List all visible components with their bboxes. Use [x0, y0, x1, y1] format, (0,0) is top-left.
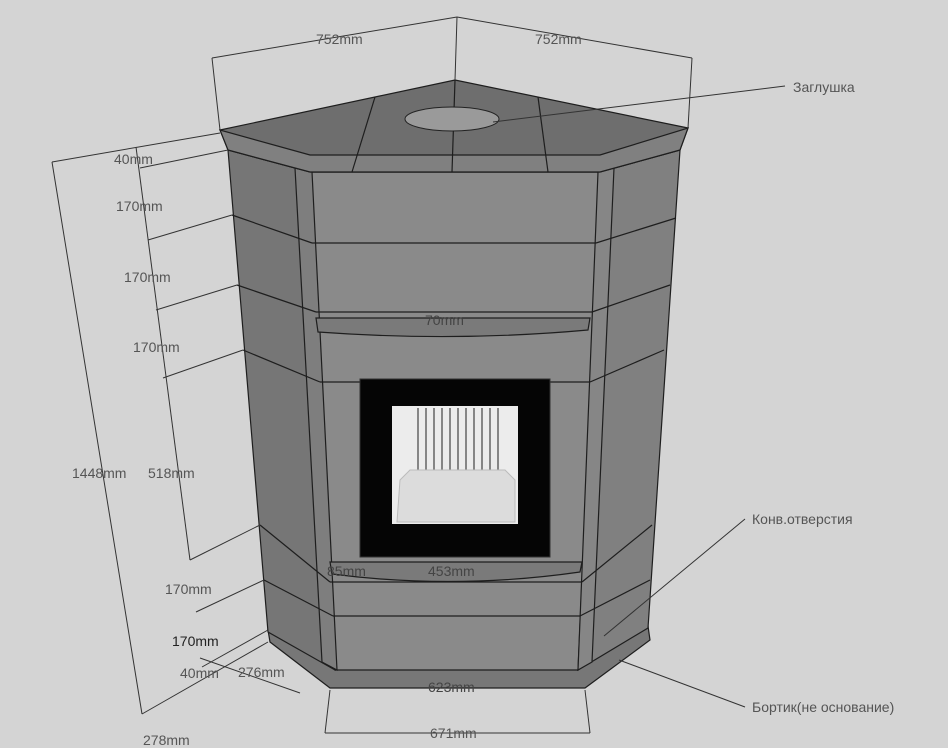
label-row5: 170mm: [172, 633, 219, 649]
firebox-liner-ribs: [417, 408, 499, 470]
label-top-left-width: 752mm: [316, 31, 363, 47]
dimension-lines: [51, 16, 786, 734]
label-row4: 170mm: [165, 581, 212, 597]
top-plug: [404, 106, 500, 132]
label-row3: 170mm: [133, 339, 180, 355]
label-side-depth: 276mm: [238, 664, 285, 680]
tile-seams: [231, 214, 677, 617]
label-row1: 170mm: [116, 198, 163, 214]
label-top-slab: 40mm: [114, 151, 153, 167]
label-bottom-slab: 40mm: [180, 665, 219, 681]
label-firebox-zone: 518mm: [148, 465, 195, 481]
label-top-right-width: 752mm: [535, 31, 582, 47]
label-base-front: 671mm: [430, 725, 477, 741]
label-base-side: 278mm: [143, 732, 190, 748]
shelf: [315, 317, 591, 338]
top-slab-edge: [218, 127, 689, 173]
label-front-width: 623mm: [428, 679, 475, 695]
label-rim: Бортик(не основание): [752, 699, 894, 715]
label-plug: Заглушка: [793, 79, 855, 95]
label-row2: 170mm: [124, 269, 171, 285]
label-side-jamb: 85mm: [327, 563, 366, 579]
label-firebox-width: 453mm: [428, 563, 475, 579]
bottom-ledge: [329, 561, 583, 583]
label-shelf-depth: 70mm: [425, 312, 464, 328]
label-convection-holes: Конв.отверстия: [752, 511, 853, 527]
firebox-hearth: [396, 469, 516, 523]
label-total-height: 1448mm: [72, 465, 126, 481]
